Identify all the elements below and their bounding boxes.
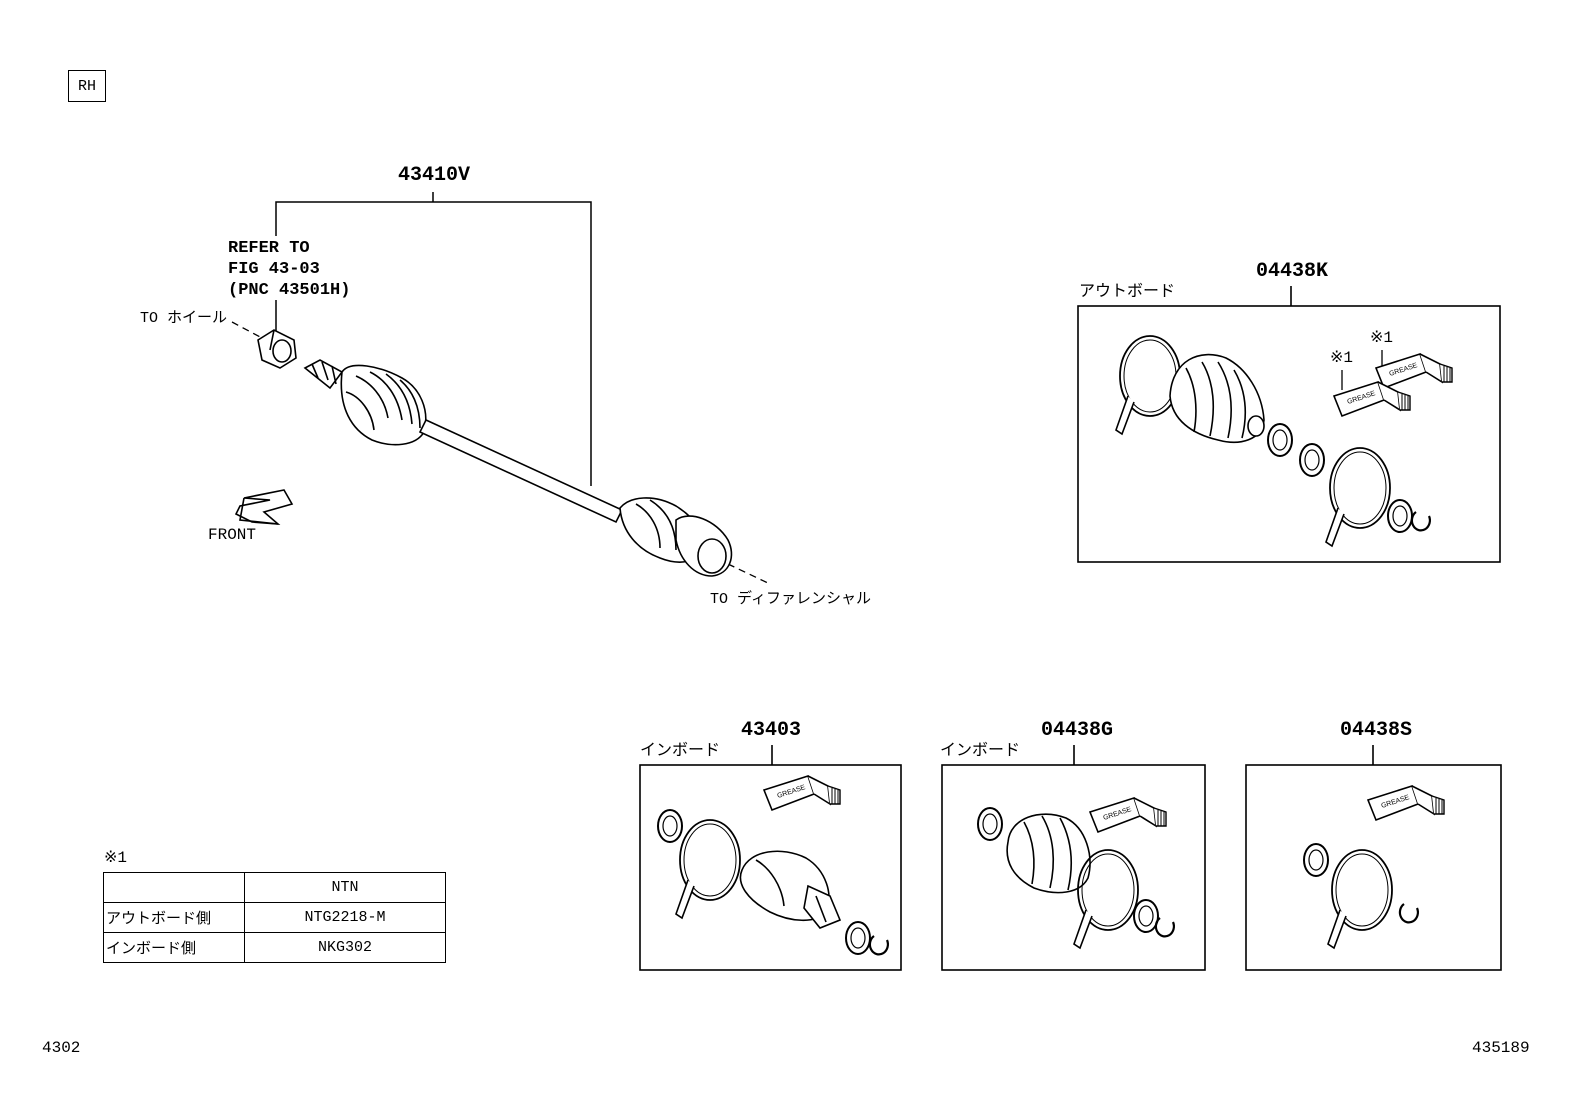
kit-43403-parts	[657, 775, 890, 956]
spec-table-row: NTN	[103, 872, 446, 903]
spec-value-cell: NKG302	[244, 932, 446, 963]
refer-line: REFER TO	[228, 239, 310, 258]
footer-right-code: 435189	[1472, 1039, 1530, 1057]
spec-side-cell: インボード側	[103, 932, 245, 963]
spec-value-cell: NTG2218-M	[244, 902, 446, 933]
kit-04438g-parts	[977, 797, 1176, 949]
kit-04438k-part-number: 04438K	[1256, 260, 1329, 283]
drive-shaft	[303, 359, 733, 577]
footer-left-code: 4302	[42, 1039, 81, 1057]
kit-43403-side-label: インボード	[640, 742, 721, 760]
kit-04438k-note: ※1	[1330, 349, 1354, 367]
kit-box-frames	[639, 286, 1502, 971]
kit-04438s-parts	[1303, 785, 1445, 949]
hub-nut	[257, 329, 297, 369]
front-arrow-icon	[234, 489, 294, 525]
to-wheel-label: TO ホイール	[140, 310, 228, 327]
kit-04438s-part-number: 04438S	[1340, 719, 1413, 742]
kit-43403-part-number: 43403	[741, 719, 802, 742]
refer-line: FIG 43-03	[228, 260, 320, 279]
to-differential-label: TO ディファレンシャル	[710, 591, 871, 608]
leader-lines	[231, 321, 771, 585]
side-badge: RH	[68, 70, 106, 102]
spec-value-cell: NTN	[244, 872, 446, 903]
spec-side-cell	[103, 872, 245, 903]
spec-side-cell: アウトボード側	[103, 902, 245, 933]
refer-line: (PNC 43501H)	[228, 281, 351, 300]
kit-04438k-note: ※1	[1370, 329, 1394, 347]
kit-04438g-part-number: 04438G	[1041, 719, 1114, 742]
spec-table-note: ※1	[104, 849, 128, 867]
kit-04438k-side-label: アウトボード	[1079, 283, 1176, 301]
kit-04438g-side-label: インボード	[940, 742, 1021, 760]
main-part-number: 43410V	[398, 164, 471, 187]
main-bracket	[275, 192, 592, 486]
front-label: FRONT	[208, 526, 257, 544]
kit-04438k-parts	[1115, 335, 1453, 547]
refer-note: REFER TO FIG 43-03 (PNC 43501H)	[228, 238, 350, 301]
